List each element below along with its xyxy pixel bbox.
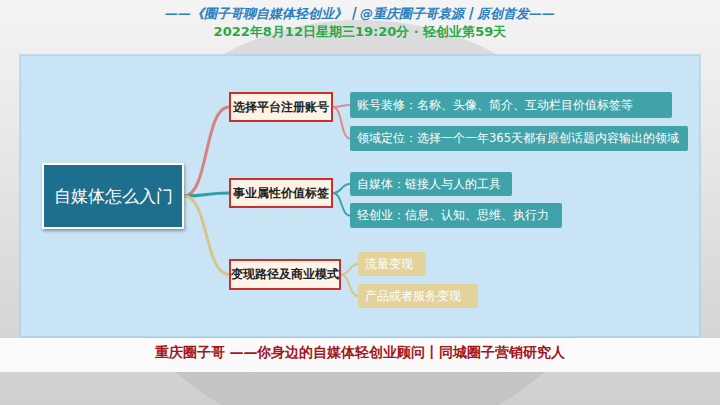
branch-connector	[184, 193, 229, 196]
leaf-box: 产品或者服务变现	[358, 284, 478, 308]
root-box: 自媒体怎么入门	[42, 163, 184, 229]
date-label: 2022年8月12日星期三19:20分 · 轻创业第59天	[0, 23, 720, 41]
node-text: 流量变现	[365, 257, 413, 272]
branch-box: 事业属性价值标签	[229, 178, 333, 208]
branch-connector	[184, 107, 229, 196]
panel	[20, 55, 700, 337]
leaf-box: 轻创业：信息、认知、思维、执行力	[350, 203, 562, 228]
branch-box: 变现路径及商业模式	[229, 259, 341, 290]
branch-connector	[341, 264, 358, 275]
branch-connector	[333, 184, 350, 193]
branch-connector	[341, 275, 358, 297]
node-text: 产品或者服务变现	[365, 289, 461, 304]
caption-text: 重庆圈子哥 ——你身边的自媒体轻创业顾问丨同城圈子营销研究人	[0, 344, 720, 362]
branch-box: 选择平台注册账号	[229, 92, 333, 122]
leaf-box: 账号装修：名称、头像、简介、互动栏目价值标签等	[350, 92, 672, 118]
node-text: 自媒体：链接人与人的工具	[357, 177, 501, 192]
node-text: 领域定位：选择一个一年365天都有原创话题内容输出的领域	[357, 131, 679, 146]
title-text: ——《圈子哥聊自媒体轻创业》丨@重庆圈子哥袁源丨原创首发——	[0, 5, 720, 23]
node-text: 账号装修：名称、头像、简介、互动栏目价值标签等	[357, 98, 633, 113]
branch-connector	[333, 105, 350, 107]
branch-connector	[333, 193, 350, 216]
branch-connector	[333, 107, 350, 139]
leaf-box: 领域定位：选择一个一年365天都有原创话题内容输出的领域	[350, 126, 688, 151]
node-text: 事业属性价值标签	[233, 185, 329, 202]
node-text: 轻创业：信息、认知、思维、执行力	[357, 208, 549, 223]
leaf-box: 自媒体：链接人与人的工具	[350, 172, 512, 196]
node-text: 变现路径及商业模式	[231, 266, 339, 283]
node-text: 选择平台注册账号	[233, 99, 329, 116]
branch-connector	[184, 196, 229, 275]
caption-band	[0, 338, 720, 372]
leaf-box: 流量变现	[358, 252, 426, 276]
node-text: 自媒体怎么入门	[54, 185, 173, 208]
